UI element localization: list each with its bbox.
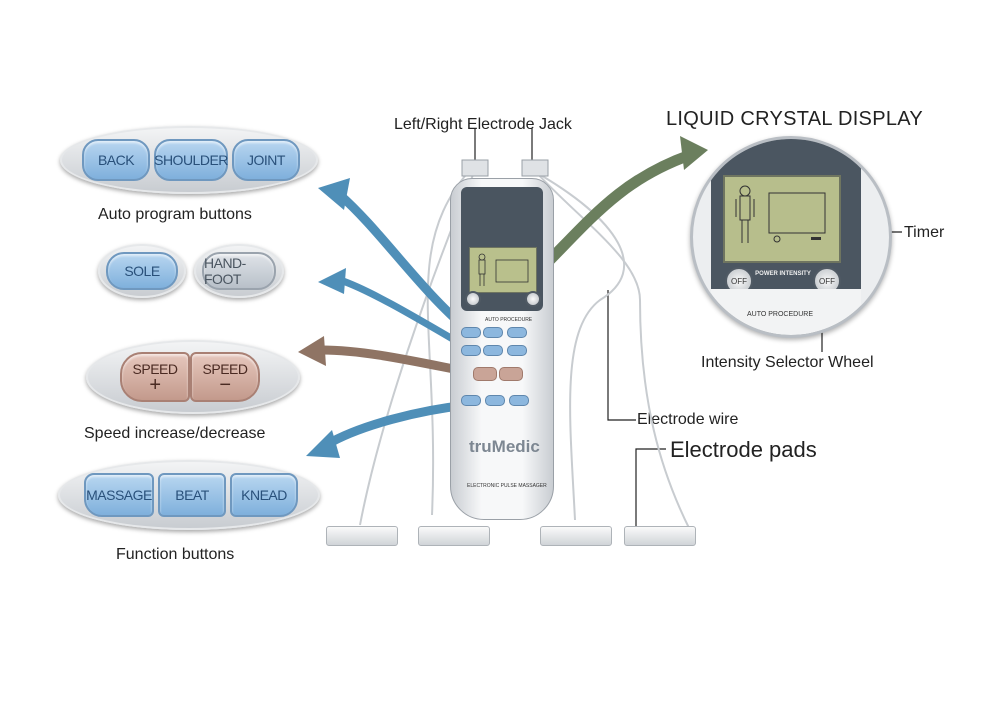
device-joint-button[interactable] <box>507 327 527 338</box>
shoulder-button[interactable]: SHOULDER <box>154 139 228 181</box>
zoom-lower-panel: AUTO PROCEDURE <box>711 289 861 335</box>
function-caption: Function buttons <box>116 546 235 563</box>
electrode-pads-label: Electrode pads <box>670 437 817 462</box>
device-sole-button[interactable] <box>461 345 481 356</box>
sole-button[interactable]: SOLE <box>106 252 178 290</box>
device-beat-button[interactable] <box>485 395 505 406</box>
arrow-function <box>321 400 473 450</box>
body-figure-icon <box>478 253 529 286</box>
device-model: ELECTRONIC PULSE MASSAGER <box>467 483 547 489</box>
speed-increase-button[interactable]: SPEED + <box>120 352 190 402</box>
jack-plug-left <box>461 159 489 177</box>
arrow-lcd-head <box>680 136 708 170</box>
device-speed-down-button[interactable] <box>499 367 523 381</box>
beat-button[interactable]: BEAT <box>158 473 226 517</box>
auto-program-tray: BACK SHOULDER JOINT <box>60 126 318 194</box>
device-massage-button[interactable] <box>461 395 481 406</box>
electrode-pad-2 <box>418 526 490 546</box>
arrow-foot-head <box>318 268 346 294</box>
sole-tray: SOLE <box>98 244 186 298</box>
lcd-zoom-callout: OFF OFF POWER INTENSITY AUTO PROCEDURE <box>690 136 892 338</box>
knead-button[interactable]: KNEAD <box>230 473 298 517</box>
arrow-lcd <box>534 149 696 276</box>
wire-1 <box>426 169 471 516</box>
timer-label: Timer <box>904 224 945 241</box>
lcd-title: LIQUID CRYSTAL DISPLAY <box>666 108 924 130</box>
arrow-speed-head <box>298 336 326 366</box>
zoom-lcd-screen <box>723 175 841 263</box>
device-intensity-knob[interactable] <box>525 291 541 307</box>
auto-program-caption: Auto program buttons <box>98 206 252 223</box>
device-shoulder-button[interactable] <box>483 327 503 338</box>
jack-label: Left/Right Electrode Jack <box>394 116 572 133</box>
speed-caption: Speed increase/decrease <box>84 425 266 442</box>
intensity-wheel-label: Intensity Selector Wheel <box>701 354 874 371</box>
device-brand-logo: truMedic <box>469 437 540 456</box>
electrode-pad-4 <box>624 526 696 546</box>
speed-increase-label: SPEED <box>132 361 178 377</box>
device-face <box>461 187 543 311</box>
function-tray: MASSAGE BEAT KNEAD <box>58 460 320 530</box>
massager-device: AUTO PROCEDURE truMedic ELECTRONIC PULSE… <box>450 178 554 520</box>
electrode-pad-3 <box>540 526 612 546</box>
joint-button[interactable]: JOINT <box>232 139 300 181</box>
minus-icon: − <box>219 374 231 396</box>
speed-decrease-label: SPEED <box>202 361 248 377</box>
plus-icon: + <box>149 374 161 396</box>
massage-button[interactable]: MASSAGE <box>84 473 154 517</box>
jack-plug-right <box>521 159 549 177</box>
device-off-knob-left[interactable] <box>465 291 481 307</box>
device-knead-button[interactable] <box>509 395 529 406</box>
hand-foot-tray: HAND-FOOT <box>194 244 284 298</box>
device-back-button[interactable] <box>461 327 481 338</box>
electrode-wire-leader <box>607 290 636 421</box>
device-hand-foot-button[interactable] <box>483 345 503 356</box>
device-auto-procedure: AUTO PROCEDURE <box>485 317 533 323</box>
back-button[interactable]: BACK <box>82 139 150 181</box>
zoom-body-figure-icon <box>735 185 826 243</box>
electrode-pad-1 <box>326 526 398 546</box>
device-joint2-button[interactable] <box>507 345 527 356</box>
electrode-pads-leader <box>635 448 666 537</box>
speed-decrease-button[interactable]: SPEED − <box>190 352 260 402</box>
speed-tray: SPEED + SPEED − <box>86 340 300 414</box>
zoom-auto-procedure: AUTO PROCEDURE <box>747 311 813 318</box>
zoom-power-intensity: POWER INTENSITY <box>755 271 811 277</box>
electrode-wire-label: Electrode wire <box>637 411 739 428</box>
arrow-function-head <box>306 430 340 458</box>
device-lcd <box>469 247 537 293</box>
arrow-auto-head <box>318 178 350 210</box>
device-speed-up-button[interactable] <box>473 367 497 381</box>
hand-foot-button[interactable]: HAND-FOOT <box>202 252 276 290</box>
zoom-timer-box <box>768 192 826 234</box>
wire-4 <box>535 171 691 531</box>
